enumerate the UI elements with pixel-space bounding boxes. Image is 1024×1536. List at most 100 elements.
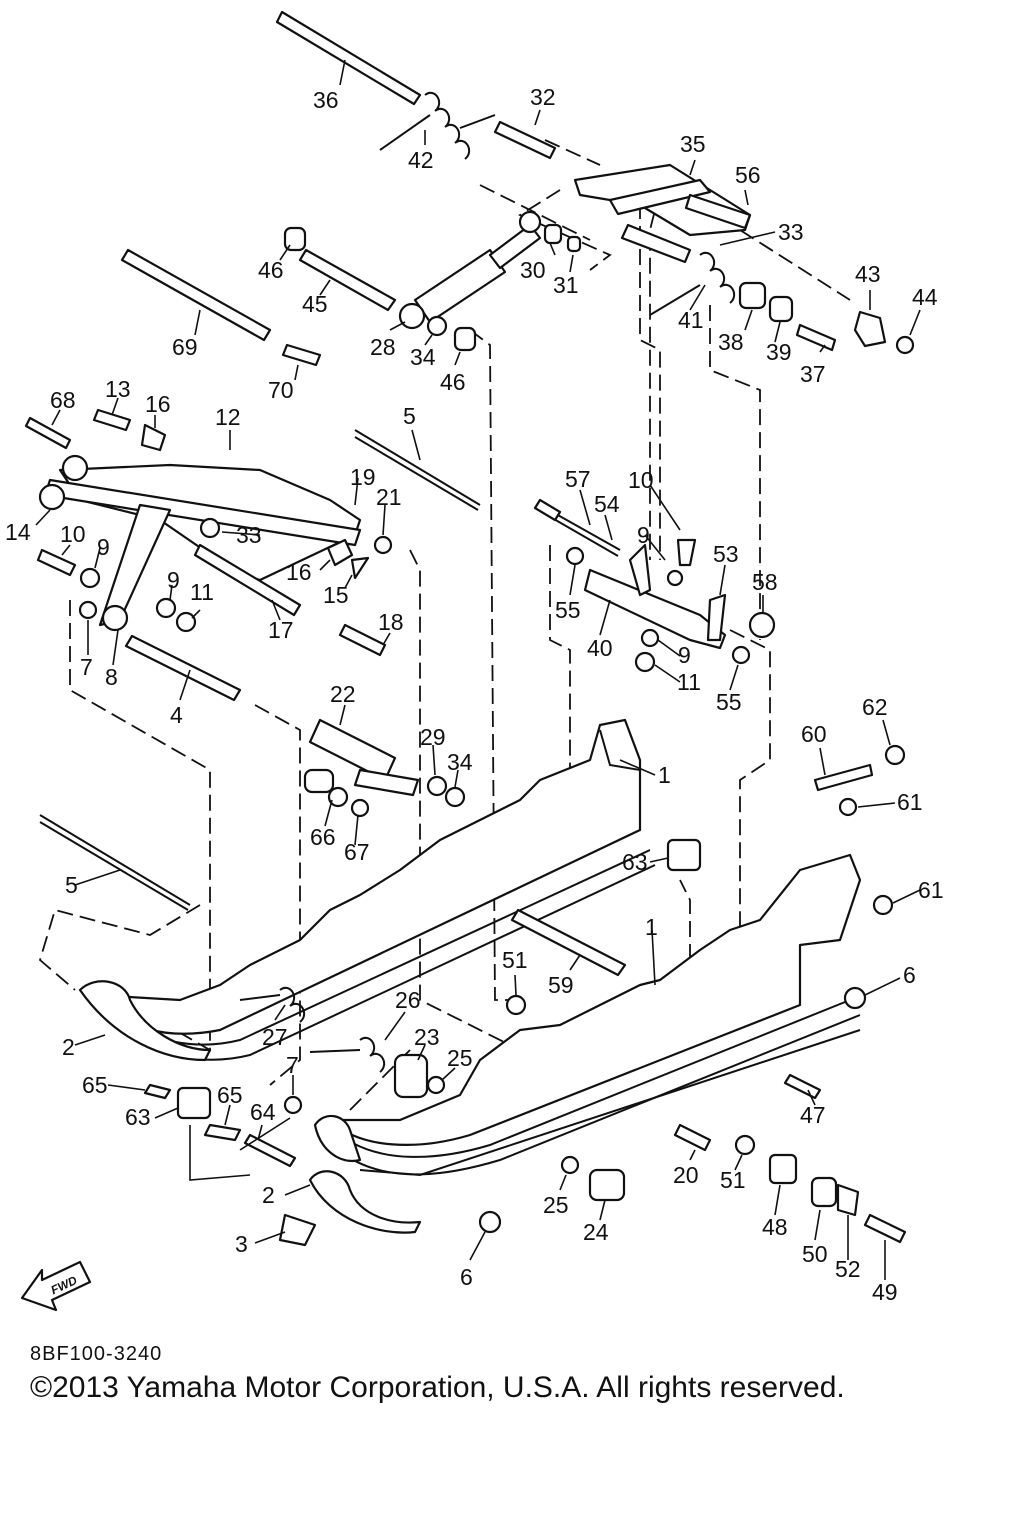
part-label: 14 — [5, 519, 31, 545]
part-label: 55 — [555, 597, 581, 623]
part-label: 39 — [766, 339, 792, 365]
part-label: 32 — [530, 84, 556, 110]
part-label: 9 — [637, 522, 650, 548]
part-label: 48 — [762, 1214, 788, 1240]
part-label: 5 — [403, 403, 416, 429]
part-label: 11 — [677, 669, 701, 695]
part-label: 60 — [801, 721, 827, 747]
part-label: 37 — [800, 361, 826, 387]
part-label: 58 — [752, 569, 778, 595]
part-label: 42 — [408, 147, 434, 173]
part-label: 52 — [835, 1256, 861, 1282]
part-label: 8 — [105, 664, 118, 690]
part-label: 49 — [872, 1279, 898, 1305]
part-label: 31 — [553, 272, 579, 298]
part-label: 9 — [167, 567, 180, 593]
part-label: 61 — [897, 789, 923, 815]
fwd-arrow: FWD — [20, 1260, 92, 1312]
part-label: 11 — [190, 579, 214, 605]
part-label: 10 — [628, 467, 654, 493]
part-label: 36 — [313, 87, 339, 113]
part-label: 22 — [330, 681, 356, 707]
part-label: 50 — [802, 1241, 828, 1267]
part-label: 56 — [735, 162, 761, 188]
rear-arm-assembly — [573, 163, 752, 264]
part-label: 63 — [125, 1104, 151, 1130]
part-label: 69 — [172, 334, 198, 360]
copyright-notice: ©2013 Yamaha Motor Corporation, U.S.A. A… — [30, 1371, 845, 1404]
hardware — [24, 120, 915, 1247]
part-label: 4 — [170, 702, 183, 728]
part-label: 67 — [344, 839, 370, 865]
part-label: 15 — [323, 582, 349, 608]
part-label: 27 — [262, 1024, 288, 1050]
part-label: 65 — [217, 1082, 243, 1108]
part-label: 26 — [395, 987, 421, 1013]
part-label: 21 — [376, 484, 402, 510]
part-label: 16 — [286, 559, 312, 585]
part-label: 9 — [678, 642, 691, 668]
part-label: 2 — [62, 1034, 75, 1060]
part-label: 2 — [262, 1182, 275, 1208]
part-label: 61 — [918, 877, 944, 903]
part-label: 28 — [370, 334, 396, 360]
part-label: 45 — [302, 291, 328, 317]
part-label: 10 — [60, 521, 86, 547]
part-label: 30 — [520, 257, 546, 283]
part-label: 62 — [862, 694, 888, 720]
part-label: 66 — [310, 824, 336, 850]
part-label: 19 — [350, 464, 376, 490]
part-label: 17 — [268, 617, 294, 643]
middle-arm-assembly — [583, 543, 727, 650]
part-label: 16 — [145, 391, 171, 417]
part-label: 46 — [440, 369, 466, 395]
part-label: 24 — [583, 1219, 609, 1245]
part-label: 25 — [447, 1045, 473, 1071]
part-label: 6 — [903, 962, 916, 988]
diagram-code: 8BF100-3240 — [30, 1343, 163, 1365]
part-label: 7 — [286, 1052, 299, 1078]
part-label: 33 — [236, 522, 262, 548]
part-label: 41 — [678, 307, 704, 333]
slide-rail-right — [313, 853, 862, 1177]
part-label: 12 — [215, 404, 241, 430]
part-label: 51 — [720, 1167, 746, 1193]
part-label: 25 — [543, 1192, 569, 1218]
part-label: 53 — [713, 541, 739, 567]
part-label: 23 — [414, 1024, 440, 1050]
part-label: 38 — [718, 329, 744, 355]
part-label: 9 — [97, 534, 110, 560]
part-label: 13 — [105, 376, 131, 402]
part-label: 35 — [680, 131, 706, 157]
part-label: 18 — [378, 609, 404, 635]
springs — [239, 92, 736, 1073]
leader-lines — [35, 59, 921, 1280]
part-label: 29 — [420, 724, 446, 750]
part-label: 46 — [258, 257, 284, 283]
part-label: 55 — [716, 689, 742, 715]
part-label: 57 — [565, 466, 591, 492]
part-label: 64 — [250, 1099, 276, 1125]
part-label: 54 — [594, 491, 620, 517]
part-label: 47 — [800, 1102, 826, 1128]
part-label: 65 — [82, 1072, 108, 1098]
shock-absorber — [398, 210, 542, 330]
part-label: 5 — [65, 872, 78, 898]
front-runners — [78, 980, 422, 1234]
part-label: 7 — [80, 654, 93, 680]
part-label: 40 — [587, 635, 613, 661]
part-label: 6 — [460, 1264, 473, 1290]
part-label: 63 — [622, 849, 648, 875]
part-label: 43 — [855, 261, 881, 287]
part-label: 3 — [235, 1231, 248, 1257]
part-label: 1 — [645, 914, 658, 940]
part-label: 34 — [447, 749, 473, 775]
upper-shafts — [39, 10, 627, 977]
part-label: 70 — [268, 377, 294, 403]
part-number-labels: 36 42 32 35 56 33 43 44 46 45 30 31 41 3… — [5, 84, 944, 1305]
part-label: 33 — [778, 219, 804, 245]
part-label: 20 — [673, 1162, 699, 1188]
part-label: 34 — [410, 344, 436, 370]
part-label: 68 — [50, 387, 76, 413]
